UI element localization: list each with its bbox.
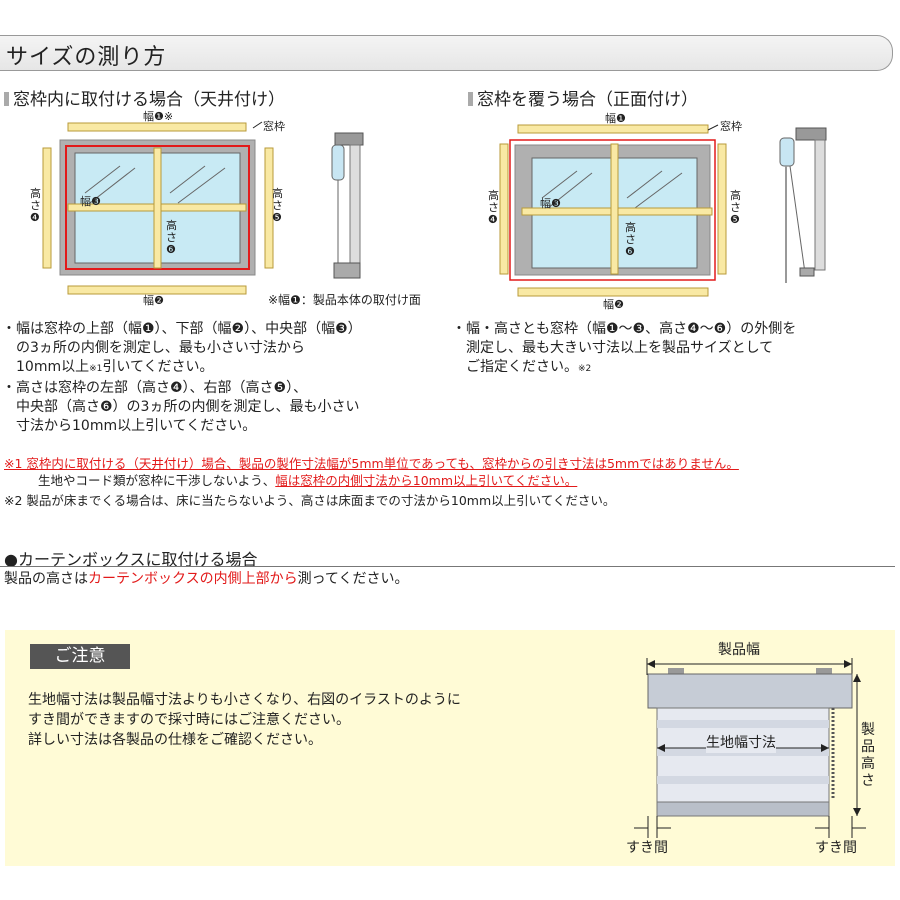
footnote-1b-plain: 生地やコード類が窓枠に干渉しないよう、: [38, 473, 276, 488]
curtain-box-heading: ●カーテンボックスに取付ける場合: [4, 550, 258, 569]
width1-arrow: [517, 124, 709, 134]
right-width1-label: 幅❶: [605, 112, 626, 125]
glass-reflection: [84, 165, 121, 194]
height6-arrow: [610, 143, 619, 275]
gap-right-label: すき間: [815, 840, 857, 856]
glass-reflection: [547, 172, 593, 209]
bullet-fragment: ご指定ください。: [466, 359, 578, 375]
frame-leader: [707, 124, 719, 131]
left-height6-label: 高さ❻: [166, 219, 177, 256]
right-frame-label: 窓枠: [720, 120, 742, 133]
bullet-line: ご指定ください。※2: [452, 358, 796, 379]
right-heading: 窓枠を覆う場合（正面付け）: [468, 85, 698, 110]
product-width-label: 製品幅: [718, 642, 760, 658]
bullet-line: ・幅は窓枠の上部（幅❶）、下部（幅❷）、中央部（幅❸）: [2, 321, 362, 337]
width1-arrow: [67, 122, 247, 132]
page-title: サイズの測り方: [6, 45, 167, 70]
left-window-diagram: [42, 121, 364, 295]
left-frame-label: 窓枠: [263, 120, 285, 133]
right-width3-label: 幅❸: [540, 197, 561, 210]
footnote-1b-red: 幅は窓枠の内側寸法から10mm以上引いてください。: [275, 473, 578, 488]
width2-arrow: [517, 287, 709, 297]
side-fabric: [789, 165, 806, 274]
side-bottom: [333, 262, 361, 279]
caution-label: ご注意: [30, 644, 130, 669]
bullet-line: ・幅・高さとも窓枠（幅❶～❸、高さ❹～❻）の外側を: [452, 321, 797, 337]
glass-reflection: [177, 167, 226, 204]
fabric-stripe: [657, 720, 829, 728]
fabric-stripe: [657, 776, 829, 784]
side-headrail: [795, 127, 827, 141]
side-headrail: [334, 132, 364, 146]
right-height5-label: 高さ❺: [730, 189, 741, 226]
left-height5-label: 高さ❺: [272, 187, 283, 224]
bullet-fragment: 引いてください。: [102, 359, 214, 375]
caution-line: すき間ができますので採寸時にはご注意ください。: [28, 712, 350, 728]
heading-marker: [468, 92, 473, 106]
gap-left-label: すき間: [626, 840, 668, 856]
text-fragment: 製品の高さは: [4, 571, 88, 587]
text-highlight: カーテンボックスの内側上部から: [88, 571, 298, 587]
height5-arrow: [717, 143, 727, 275]
footnote-ref: ※1: [89, 364, 103, 374]
side-wall: [349, 144, 361, 274]
footnote-2: ※2 製品が床までくる場合は、床に当たらないよう、高さは床面までの寸法から10m…: [4, 493, 616, 508]
glass-reflection: [634, 172, 683, 209]
glass-reflection: [89, 167, 136, 204]
side-roller: [779, 137, 795, 167]
left-width3-label: 幅❸: [80, 195, 101, 208]
caution-line: 生地幅寸法は製品幅寸法よりも小さくなり、右図のイラストのように: [28, 692, 461, 708]
width2-arrow: [67, 285, 247, 295]
height5-arrow: [264, 147, 274, 269]
bullet-line: 測定し、最も大きい寸法以上を製品サイズとして: [466, 340, 774, 356]
frame-leader: [252, 121, 263, 129]
right-height4-label: 高さ❹: [488, 189, 499, 226]
glass-reflection: [541, 170, 578, 199]
left-fig-note: ※幅❶：製品本体の取付け面: [268, 293, 421, 307]
page-title-bar: サイズの測り方: [0, 35, 893, 71]
side-roller: [331, 144, 345, 181]
bullet-line: ・高さは窓枠の左部（高さ❹）、右部（高さ❺）、: [2, 380, 308, 396]
left-bullets: ・幅は窓枠の上部（幅❶）、下部（幅❷）、中央部（幅❸） の3ヵ所の内側を測定し、…: [2, 320, 362, 436]
outer-outline: [509, 139, 716, 281]
section-divider: [0, 566, 895, 567]
text-fragment: 測ってください。: [297, 571, 409, 587]
bullet-line: 寸法から10mm以上引いてください。: [16, 418, 257, 434]
bullet-line: 10mm以上※1引いてください。: [2, 358, 362, 379]
right-window-diagram: [499, 124, 827, 297]
bullet-fragment: 10mm以上: [16, 359, 90, 375]
bullet-line: 中央部（高さ❻）の3ヵ所の内側を測定し、最も小さい: [16, 399, 360, 415]
height4-arrow: [499, 143, 509, 275]
bracket: [816, 668, 832, 674]
left-heading: 窓枠内に取付ける場合（天井付け）: [4, 85, 285, 110]
bullet-line: の3ヵ所の内側を測定し、最も小さい寸法から: [16, 340, 305, 356]
glass-reflection: [169, 165, 206, 194]
right-width2-label: 幅❷: [603, 298, 624, 311]
left-width2-label: 幅❷: [143, 294, 164, 307]
height4-arrow: [42, 147, 52, 269]
caution-text: 生地幅寸法は製品幅寸法よりも小さくなり、右図のイラストのように すき間ができます…: [28, 690, 461, 750]
left-height4-label: 高さ❹: [30, 187, 41, 224]
left-heading-text: 窓枠内に取付ける場合（天井付け）: [13, 90, 285, 110]
glass-reflection: [626, 170, 663, 199]
height6-arrow: [153, 147, 162, 269]
side-bottom: [799, 267, 815, 277]
right-heading-text: 窓枠を覆う場合（正面付け）: [477, 90, 698, 110]
heading-marker: [4, 92, 9, 106]
footnote-1b: 生地やコード類が窓枠に干渉しないよう、幅は窓枠の内側寸法から10mm以上引いてく…: [38, 472, 577, 489]
right-height6-label: 高さ❻: [625, 221, 636, 258]
side-wall: [814, 139, 826, 271]
footnote-ref: ※2: [578, 364, 592, 374]
fabric-width-label: 生地幅寸法: [706, 734, 776, 753]
product-height-label: 製品高さ: [861, 722, 875, 789]
caution-line: 詳しい寸法は各製品の仕様をご確認ください。: [28, 732, 322, 748]
bottom-rail: [656, 801, 830, 817]
curtain-box-text: 製品の高さはカーテンボックスの内側上部から測ってください。: [4, 570, 408, 589]
inner-outline: [65, 145, 250, 270]
headbox: [647, 673, 853, 709]
bracket: [668, 668, 684, 674]
right-bullets: ・幅・高さとも窓枠（幅❶～❸、高さ❹～❻）の外側を 測定し、最も大きい寸法以上を…: [452, 320, 796, 379]
footnote-1: ※1 窓枠内に取付ける（天井付け）場合、製品の製作寸法幅が5mm単位であっても、…: [4, 456, 739, 471]
left-width1-label: 幅❶※: [143, 110, 174, 123]
